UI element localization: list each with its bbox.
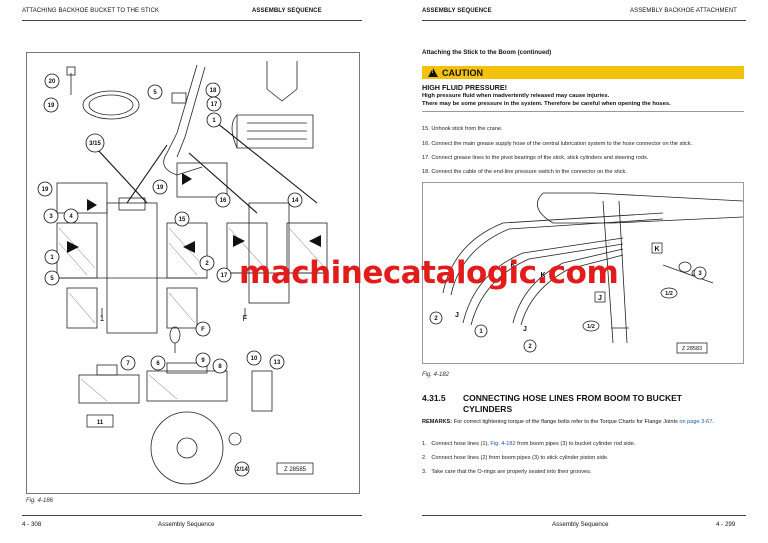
- step-17: 17. Connect grease lines to the pivot be…: [422, 155, 649, 161]
- left-header-rule: [22, 20, 362, 21]
- instruction-3-text: Take care that the O-rings are properly …: [431, 469, 592, 475]
- hazard-line-2: There may be some pressure in the system…: [422, 101, 671, 107]
- figure-4-182: 2 1 2 3 K K J J K J 1/2 1/2 Z 28583: [422, 182, 744, 364]
- fig-callout-1-2a: 1/2: [665, 291, 673, 297]
- callout-12: 2/14: [236, 467, 248, 473]
- callout-1b: 1: [50, 255, 54, 261]
- callout-3: 3: [49, 214, 53, 220]
- right-footer-rule: [422, 515, 746, 516]
- warning-triangle-icon: [428, 68, 438, 77]
- instruction-2-number: 2.: [422, 455, 427, 461]
- fig-label-k1: K: [510, 262, 515, 269]
- callout-14: 14: [292, 198, 299, 204]
- right-figure-caption: Fig. 4-182: [422, 372, 450, 378]
- figure-4-182-link[interactable]: Fig. 4-182: [490, 441, 516, 447]
- label-f-right: F: [243, 314, 248, 323]
- callout-16: 16: [220, 198, 227, 204]
- bucket-shape: [236, 114, 314, 149]
- callout-19a: 19: [48, 103, 55, 109]
- callout-5a: 5: [153, 90, 157, 96]
- section-title: CONNECTING HOSE LINES FROM BOOM TO BUCKE…: [463, 393, 682, 414]
- right-header-section: ASSEMBLY SEQUENCE: [422, 8, 492, 14]
- instruction-1: 1. Connect hose lines (1), Fig. 4-182 fr…: [422, 441, 635, 447]
- callout-20: 20: [49, 79, 56, 85]
- watermark: machinecatalogic.com: [239, 255, 619, 291]
- callout-15: 15: [179, 217, 186, 223]
- callout-11: 13: [274, 360, 281, 366]
- hazard-line-1: High pressure fluid when inadvertently r…: [422, 93, 610, 99]
- label-f-left: 1: [100, 314, 105, 323]
- right-footer-page: 4 - 299: [716, 521, 736, 528]
- left-footer-rule: [22, 515, 362, 516]
- callout-10: 8: [218, 364, 222, 370]
- remarks: REMARKS: For correct tightening torque o…: [422, 418, 744, 427]
- callout-17a: 17: [211, 102, 218, 108]
- instruction-1-text-end: from boom pipes (3) to bucket cylinder r…: [515, 441, 636, 447]
- caution-rule: [422, 111, 744, 112]
- step-16: 16. Connect the main grease supply hose …: [422, 141, 693, 147]
- figure-4-186: 20 19 3/15 5 18 17 1 19 3 4 19 16 15 14 …: [26, 52, 360, 494]
- figure-id-right: Z 28583: [682, 346, 702, 352]
- callout-18: 18: [210, 88, 217, 94]
- left-header-title: ATTACHING BACKHOE BUCKET TO THE STICK: [22, 8, 160, 14]
- assembly-drawing: 20 19 3/15 5 18 17 1 19 3 4 19 16 15 14 …: [37, 61, 328, 485]
- hazard-title: HIGH FLUID PRESSURE!: [422, 83, 508, 92]
- fig-label-k3: K: [654, 246, 659, 253]
- fig-label-j3: J: [598, 295, 602, 302]
- fig-label-k2: K: [540, 272, 545, 279]
- caution-banner: CAUTION: [422, 66, 744, 79]
- fig-label-j1: J: [455, 312, 459, 319]
- step-18: 18. Connect the cable of the end-line pr…: [422, 169, 627, 175]
- callout-13: 10: [251, 356, 258, 362]
- callout-1a: 1: [212, 118, 216, 124]
- right-header-rule: [422, 20, 746, 21]
- callout-19c: 19: [42, 187, 49, 193]
- fig-callout-3: 3: [698, 271, 702, 277]
- section-heading: Attaching the Stick to the Boom (continu…: [422, 49, 552, 56]
- pin-section-right: [248, 202, 290, 304]
- callout-7: F: [201, 327, 205, 333]
- boom-outline: [543, 192, 744, 224]
- figure-id-left: Z 28585: [284, 467, 307, 473]
- remarks-end: .: [712, 419, 714, 425]
- callout-9: 6: [156, 361, 160, 367]
- callout-3-15: 3/15: [89, 141, 101, 147]
- instruction-1-text: Connect hose lines (1),: [431, 441, 491, 447]
- left-header-section: ASSEMBLY SEQUENCE: [252, 8, 322, 14]
- callout-17b: 17: [221, 273, 228, 279]
- callout-4: 4: [69, 214, 73, 220]
- fig-label-j2: J: [523, 326, 527, 333]
- instruction-3: 3. Take care that the O-rings are proper…: [422, 469, 591, 475]
- fig-callout-2b: 2: [528, 344, 532, 350]
- fig-callout-1-2b: 1/2: [587, 324, 595, 330]
- hose-connection-drawing: 2 1 2 3 K K J J K J 1/2 1/2 Z 28583: [429, 192, 744, 354]
- callout-2: 2: [205, 261, 209, 267]
- callout-8: 9: [201, 358, 205, 364]
- right-footer-title: Assembly Sequence: [552, 521, 609, 528]
- callout-19b: 19: [157, 185, 164, 191]
- instruction-2: 2. Connect hose lines (2) from boom pipe…: [422, 455, 609, 461]
- section-number: 4.31.5: [422, 393, 446, 403]
- instruction-2-text: Connect hose lines (2) from boom pipes (…: [431, 455, 609, 461]
- left-figure-caption: Fig. 4-186: [26, 498, 54, 504]
- callout-2-14: 11: [97, 420, 104, 426]
- callout-5b: 5: [50, 276, 54, 282]
- fig-callout-1: 1: [479, 329, 483, 335]
- instruction-1-number: 1.: [422, 441, 427, 447]
- caution-label: CAUTION: [442, 68, 483, 78]
- instruction-3-number: 3.: [422, 469, 427, 475]
- torque-chart-link[interactable]: on page 3-67: [679, 419, 713, 425]
- flange-plate: [150, 411, 224, 485]
- remarks-text: For correct tightening torque of the fla…: [453, 419, 678, 425]
- clamp-ring: [82, 90, 140, 120]
- fig-callout-2a: 2: [434, 316, 438, 322]
- pin-section-left: [106, 202, 158, 334]
- left-footer-page: 4 - 308: [22, 521, 42, 528]
- left-page: ATTACHING BACKHOE BUCKET TO THE STICK AS…: [22, 8, 362, 528]
- right-header-title: ASSEMBLY BACKHOE ATTACHMENT: [630, 8, 737, 14]
- left-footer-title: Assembly Sequence: [158, 521, 215, 528]
- step-15: 15. Unhook stick from the crane.: [422, 126, 503, 132]
- callout-6: 7: [126, 361, 130, 367]
- remarks-label: REMARKS:: [422, 419, 453, 425]
